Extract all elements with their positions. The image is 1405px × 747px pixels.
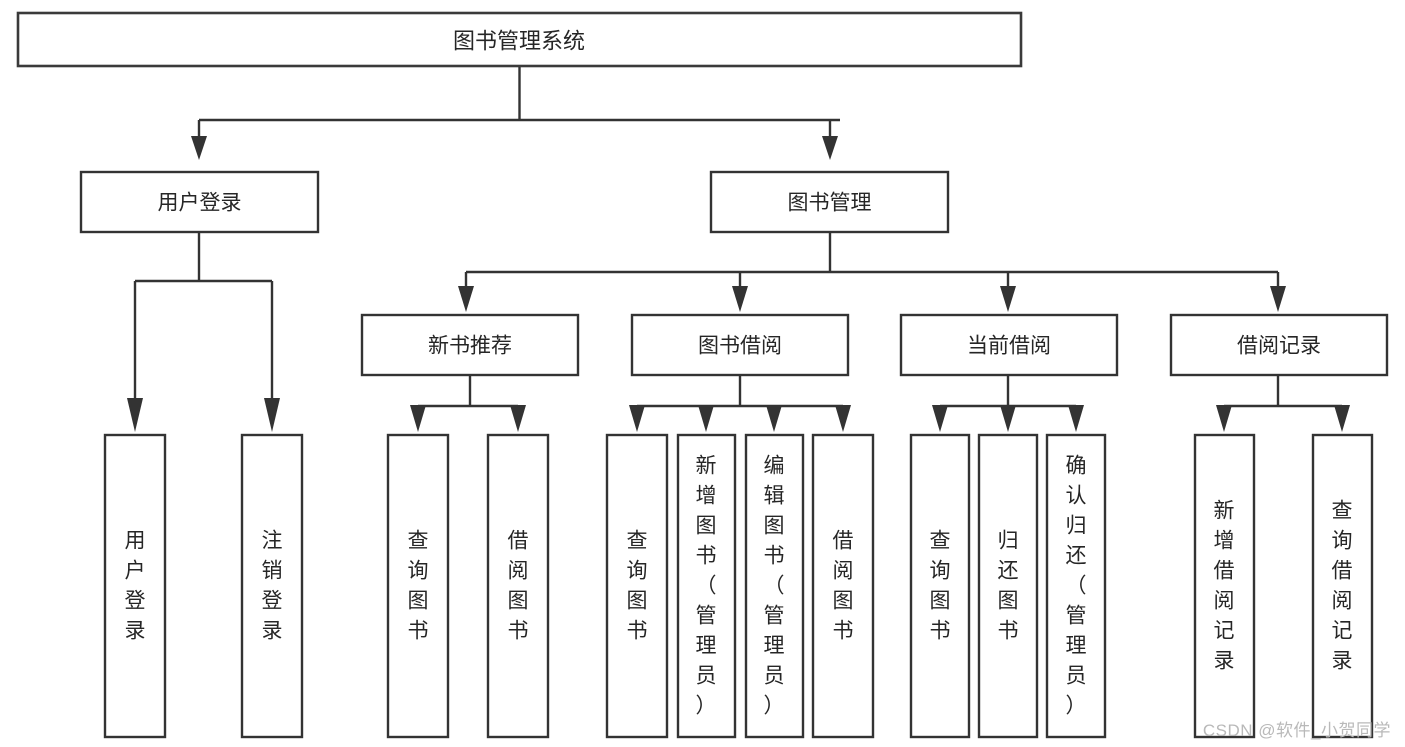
node-leaf-return-book-box[interactable]: [977, 433, 1039, 739]
arrowhead-leaf-add-record: [1216, 405, 1232, 432]
node-root-label: 图书管理系统: [453, 29, 585, 54]
node-leaf-query-book-1-box[interactable]: [386, 433, 450, 739]
node-leaf-query-book-2[interactable]: 查询图书: [605, 433, 669, 739]
node-leaf-user-login-box[interactable]: [103, 433, 167, 739]
node-leaf-query-record-box[interactable]: [1311, 433, 1374, 739]
connector-group-user-login: [127, 232, 280, 432]
arrowhead-leaf-confirm-return: [1068, 405, 1084, 432]
node-leaf-confirm-return[interactable]: 确认归还（管理员）: [1045, 433, 1107, 739]
node-current-borrow[interactable]: 当前借阅: [899, 313, 1119, 377]
connector-group-book-management: [458, 232, 1286, 312]
node-leaf-edit-book-label: 编辑图书（管理员）: [764, 455, 785, 718]
arrowhead-leaf-borrow-book-1: [510, 405, 526, 432]
node-book-management[interactable]: 图书管理: [709, 170, 950, 234]
arrowhead-leaf-user-logout: [264, 398, 280, 432]
node-leaf-borrow-book-2[interactable]: 借阅图书: [811, 433, 875, 739]
node-leaf-borrow-book-1[interactable]: 借阅图书: [486, 433, 550, 739]
node-leaf-query-book-1[interactable]: 查询图书: [386, 433, 450, 739]
arrowhead-user-login: [191, 136, 207, 160]
node-leaf-query-book-1-label: 查询图书: [408, 530, 429, 643]
node-leaf-query-book-2-box[interactable]: [605, 433, 669, 739]
arrowhead-book-management: [822, 136, 838, 160]
node-leaf-return-book-label: 归还图书: [998, 530, 1019, 643]
node-user-login-box[interactable]: [79, 170, 320, 234]
node-leaf-query-book-3-box[interactable]: [909, 433, 971, 739]
node-new-book-recommend-label: 新书推荐: [428, 335, 512, 358]
node-leaf-edit-book[interactable]: 编辑图书（管理员）: [744, 433, 805, 739]
arrowhead-leaf-query-book-1: [410, 405, 426, 432]
connector-group-borrow-record: [1216, 375, 1350, 432]
node-book-management-label: 图书管理: [788, 192, 872, 215]
arrowhead-current-borrow: [1000, 286, 1016, 312]
node-borrow-record-box[interactable]: [1169, 313, 1389, 377]
node-leaf-add-record-label: 新增借阅记录: [1214, 500, 1235, 673]
arrowhead-leaf-return-book: [1000, 405, 1016, 432]
arrowhead-leaf-edit-book: [766, 405, 782, 432]
connector-group-new-book-recommend: [410, 375, 526, 432]
node-leaf-user-logout-box[interactable]: [240, 433, 304, 739]
connector-group-root: [191, 66, 840, 160]
node-user-login[interactable]: 用户登录: [79, 170, 320, 234]
connector-group-current-borrow: [932, 375, 1084, 432]
node-leaf-add-book-box[interactable]: [676, 433, 737, 739]
node-leaf-confirm-return-label: 确认归还（管理员）: [1066, 455, 1087, 718]
node-leaf-borrow-book-2-box[interactable]: [811, 433, 875, 739]
node-book-borrow-label: 图书借阅: [698, 335, 782, 358]
node-current-borrow-box[interactable]: [899, 313, 1119, 377]
node-borrow-record-label: 借阅记录: [1237, 335, 1321, 358]
node-leaf-query-record[interactable]: 查询借阅记录: [1311, 433, 1374, 739]
node-book-borrow-box[interactable]: [630, 313, 850, 377]
node-book-management-box[interactable]: [709, 170, 950, 234]
node-borrow-record[interactable]: 借阅记录: [1169, 313, 1389, 377]
node-leaf-edit-book-box[interactable]: [744, 433, 805, 739]
arrowhead-borrow-record: [1270, 286, 1286, 312]
node-leaf-query-book-2-label: 查询图书: [627, 530, 648, 643]
arrowhead-leaf-borrow-book-2: [835, 405, 851, 432]
node-leaf-borrow-book-1-box[interactable]: [486, 433, 550, 739]
arrowhead-leaf-query-book-3: [932, 405, 948, 432]
node-current-borrow-label: 当前借阅: [967, 335, 1051, 358]
node-leaf-add-record-box[interactable]: [1193, 433, 1256, 739]
node-leaf-add-book[interactable]: 新增图书（管理员）: [676, 433, 737, 739]
arrowhead-leaf-add-book: [698, 405, 714, 432]
node-leaf-query-book-3-label: 查询图书: [930, 530, 951, 643]
node-leaf-add-record[interactable]: 新增借阅记录: [1193, 433, 1256, 739]
node-leaf-add-book-label: 新增图书（管理员）: [696, 455, 717, 718]
node-leaf-return-book[interactable]: 归还图书: [977, 433, 1039, 739]
node-new-book-recommend[interactable]: 新书推荐: [360, 313, 580, 377]
node-new-book-recommend-box[interactable]: [360, 313, 580, 377]
node-leaf-confirm-return-box[interactable]: [1045, 433, 1107, 739]
node-leaf-query-record-label: 查询借阅记录: [1332, 500, 1353, 673]
node-leaf-query-book-3[interactable]: 查询图书: [909, 433, 971, 739]
node-leaf-user-login-label: 用户登录: [125, 530, 146, 643]
node-leaf-user-logout[interactable]: 注销登录: [240, 433, 304, 739]
node-user-login-label: 用户登录: [158, 192, 242, 215]
connector-group-book-borrow: [629, 375, 851, 432]
node-leaf-borrow-book-2-label: 借阅图书: [833, 530, 854, 643]
arrowhead-leaf-user-login: [127, 398, 143, 432]
node-leaf-borrow-book-1-label: 借阅图书: [508, 530, 529, 643]
arrowhead-new-book-recommend: [458, 286, 474, 312]
node-root[interactable]: 图书管理系统: [16, 11, 1023, 68]
arrowhead-leaf-query-record: [1334, 405, 1350, 432]
node-book-borrow[interactable]: 图书借阅: [630, 313, 850, 377]
node-leaf-user-logout-label: 注销登录: [262, 530, 283, 643]
node-leaf-user-login[interactable]: 用户登录: [103, 433, 167, 739]
arrowhead-book-borrow: [732, 286, 748, 312]
node-root-box[interactable]: [16, 11, 1023, 68]
arrowhead-leaf-query-book-2: [629, 405, 645, 432]
